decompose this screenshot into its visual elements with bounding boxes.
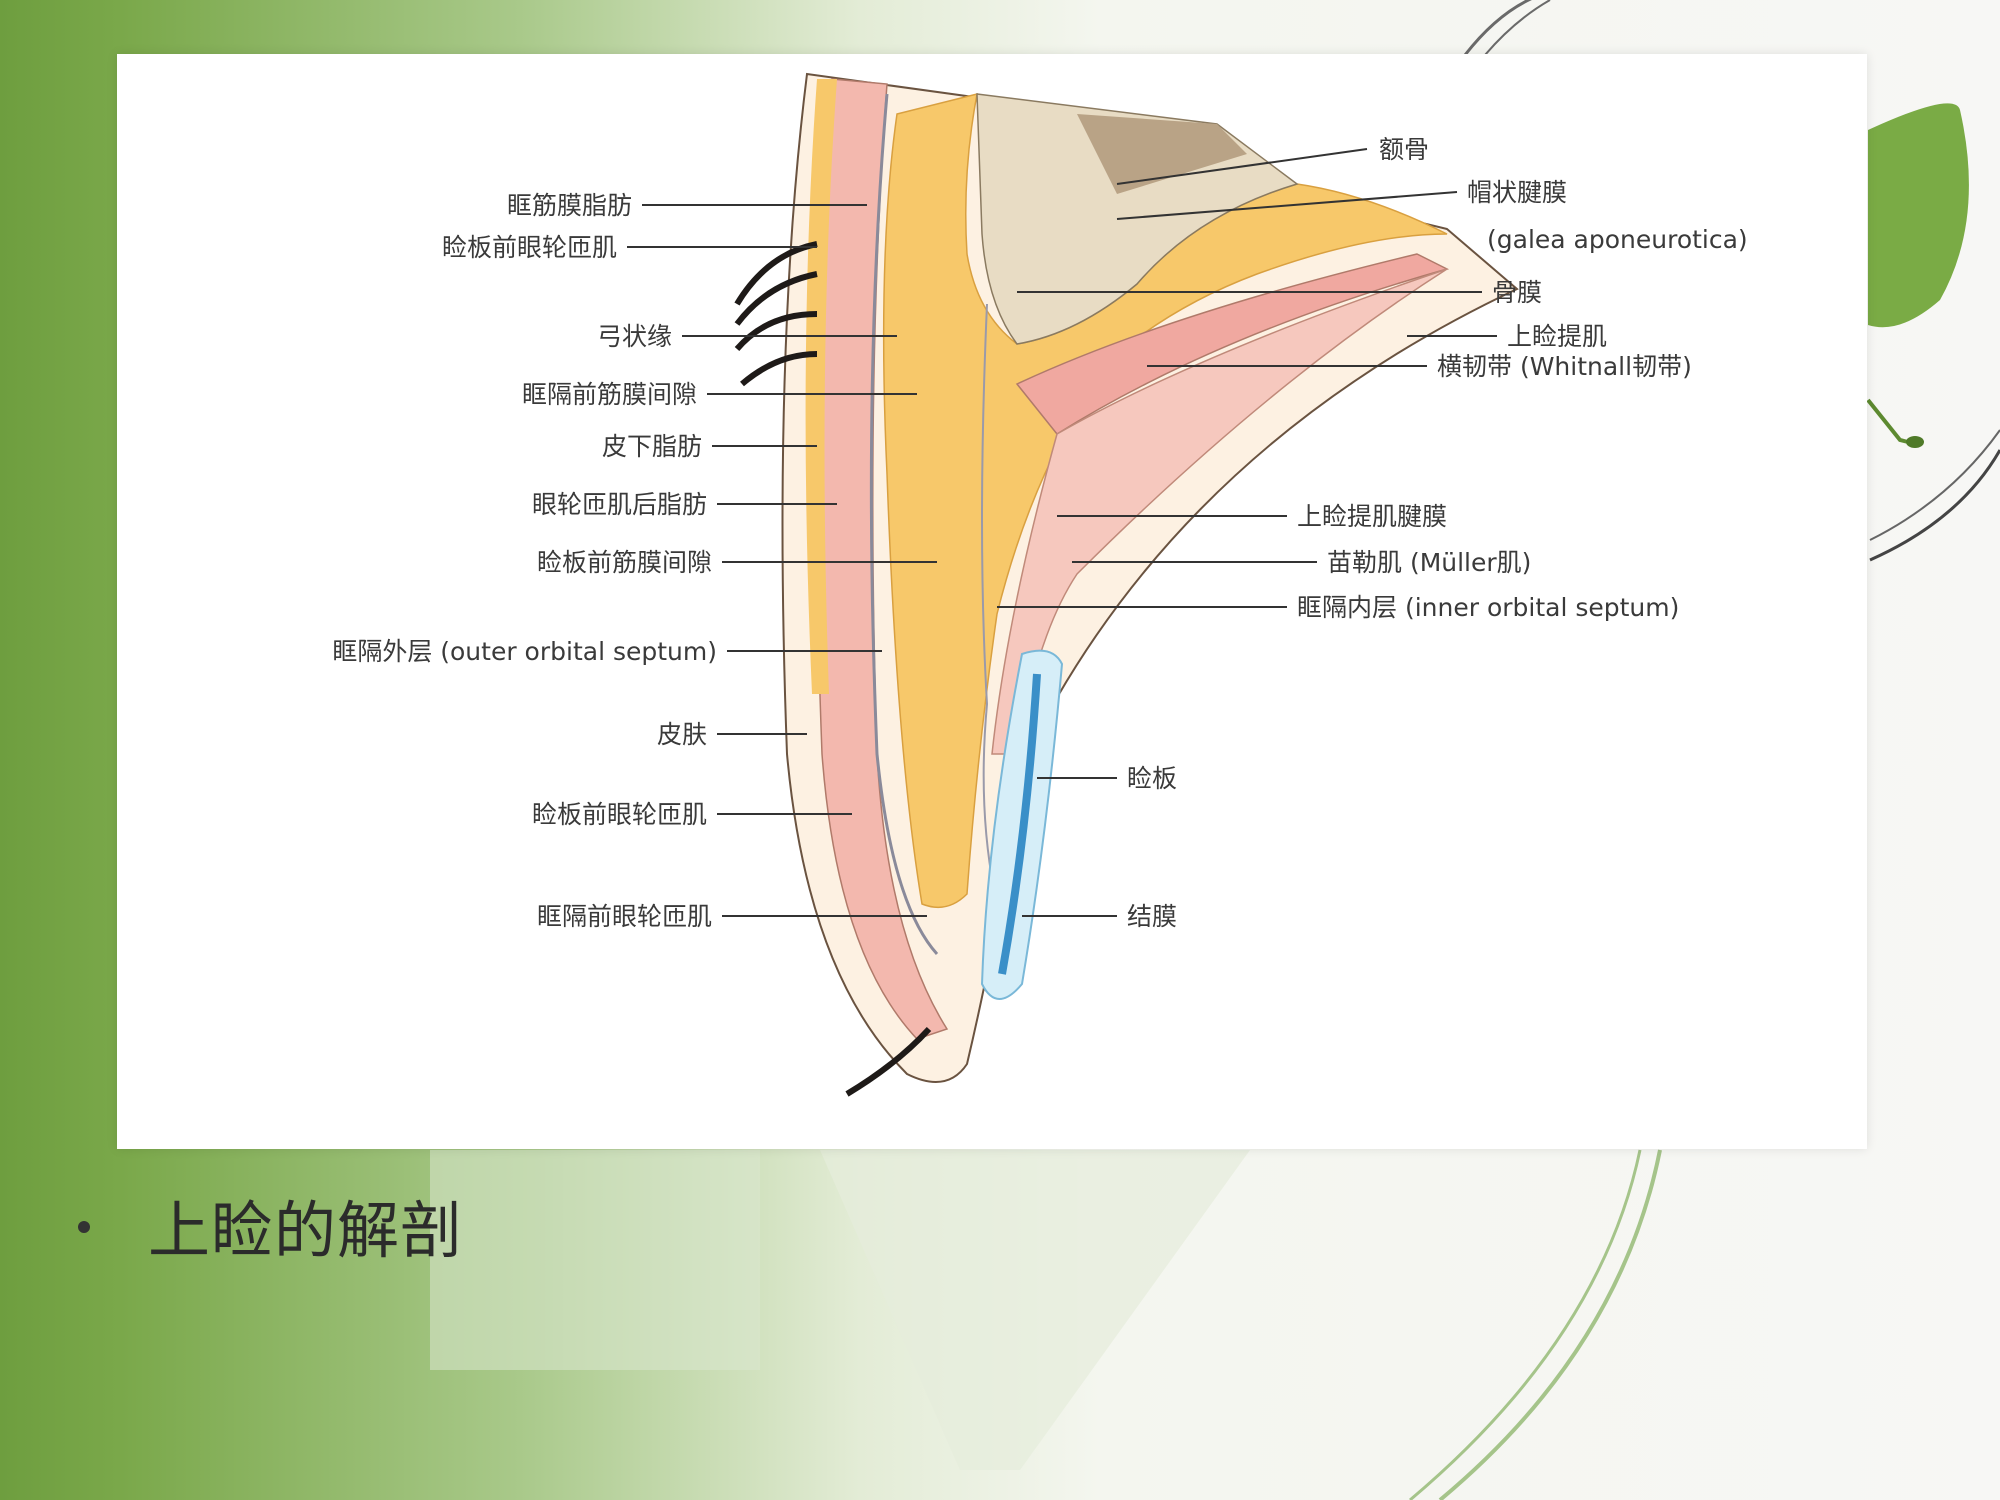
subcutaneous-fat <box>805 79 837 694</box>
leader-lines-right <box>997 148 1497 917</box>
slide-caption: 上睑的解剖 <box>78 1180 463 1270</box>
bg-arc-bottom <box>1438 1149 1662 1500</box>
label-pretarsal-space: 睑板前筋膜间隙 <box>537 548 712 577</box>
frontal-bone-dark <box>1077 114 1247 194</box>
label-arcus-marginalis: 弓状缘 <box>597 322 672 351</box>
bg-shape-lower-left <box>430 1150 760 1370</box>
label-roof: 眼轮匝肌后脂肪 <box>532 490 707 519</box>
label-levator: 上睑提肌 <box>1507 322 1607 351</box>
label-frontal-bone: 额骨 <box>1379 135 1429 164</box>
label-levator-aponeurosis: 上睑提肌腱膜 <box>1297 502 1447 531</box>
orbital-septum-inner <box>981 303 998 905</box>
bg-arc-right <box>1869 449 2000 562</box>
eyelid-anatomy-diagram: 眶筋膜脂肪 睑板前眼轮匝肌 弓状缘 眶隔前筋膜间隙 皮下脂肪 眼轮匝肌后脂肪 睑… <box>332 72 1748 1097</box>
orbital-septum-outer <box>869 93 939 956</box>
label-muller: 苗勒肌 (Müller肌) <box>1327 548 1531 577</box>
labels-right: 额骨 帽状腱膜 (galea aponeurotica) 骨膜 上睑提肌 横韧带… <box>1127 135 1748 931</box>
bg-shape-lower-mid <box>820 1150 1250 1470</box>
bg-arc-right-2 <box>1869 429 2000 541</box>
label-periosteum: 骨膜 <box>1492 278 1542 307</box>
leaf-decoration-tip <box>1906 436 1924 448</box>
labels-left: 眶筋膜脂肪 睑板前眼轮匝肌 弓状缘 眶隔前筋膜间隙 皮下脂肪 眼轮匝肌后脂肪 睑… <box>332 191 717 931</box>
label-whitnall: 横韧带 (Whitnall韧带) <box>1437 352 1692 381</box>
label-inner-septum: 眶隔内层 (inner orbital septum) <box>1297 593 1679 622</box>
tarsal-gland <box>998 673 1041 975</box>
label-orbital-fascia-fat: 眶筋膜脂肪 <box>507 191 632 220</box>
label-pretarsal-orbicularis-2: 睑板前眼轮匝肌 <box>532 800 707 829</box>
label-skin: 皮肤 <box>657 720 707 749</box>
leader-lines-left <box>627 204 937 917</box>
label-galea-en: (galea aponeurotica) <box>1487 225 1748 254</box>
label-conjunctiva: 结膜 <box>1127 902 1177 931</box>
label-galea: 帽状腱膜 <box>1467 178 1567 207</box>
eyelash <box>845 1026 932 1097</box>
bg-arc-bottom-2 <box>1409 1149 1642 1500</box>
label-tarsus: 睑板 <box>1127 764 1177 793</box>
caption-text: 上睑的解剖 <box>148 1194 464 1267</box>
bg-arc-top-right-2 <box>1484 0 1551 56</box>
leaf-decoration <box>1868 103 1969 328</box>
label-pretarsal-orbicularis: 睑板前眼轮匝肌 <box>442 233 617 262</box>
bg-arc-top-right <box>1463 0 1532 56</box>
bullet-dot <box>78 1221 90 1233</box>
label-subcutaneous-fat: 皮下脂肪 <box>602 432 702 461</box>
label-preseptal-space: 眶隔前筋膜间隙 <box>522 380 697 409</box>
label-outer-septum: 眶隔外层 (outer orbital septum) <box>332 637 717 666</box>
diagram-panel: 眶筋膜脂肪 睑板前眼轮匝肌 弓状缘 眶隔前筋膜间隙 皮下脂肪 眼轮匝肌后脂肪 睑… <box>117 54 1867 1149</box>
label-preseptal-orbicularis: 眶隔前眼轮匝肌 <box>537 902 712 931</box>
